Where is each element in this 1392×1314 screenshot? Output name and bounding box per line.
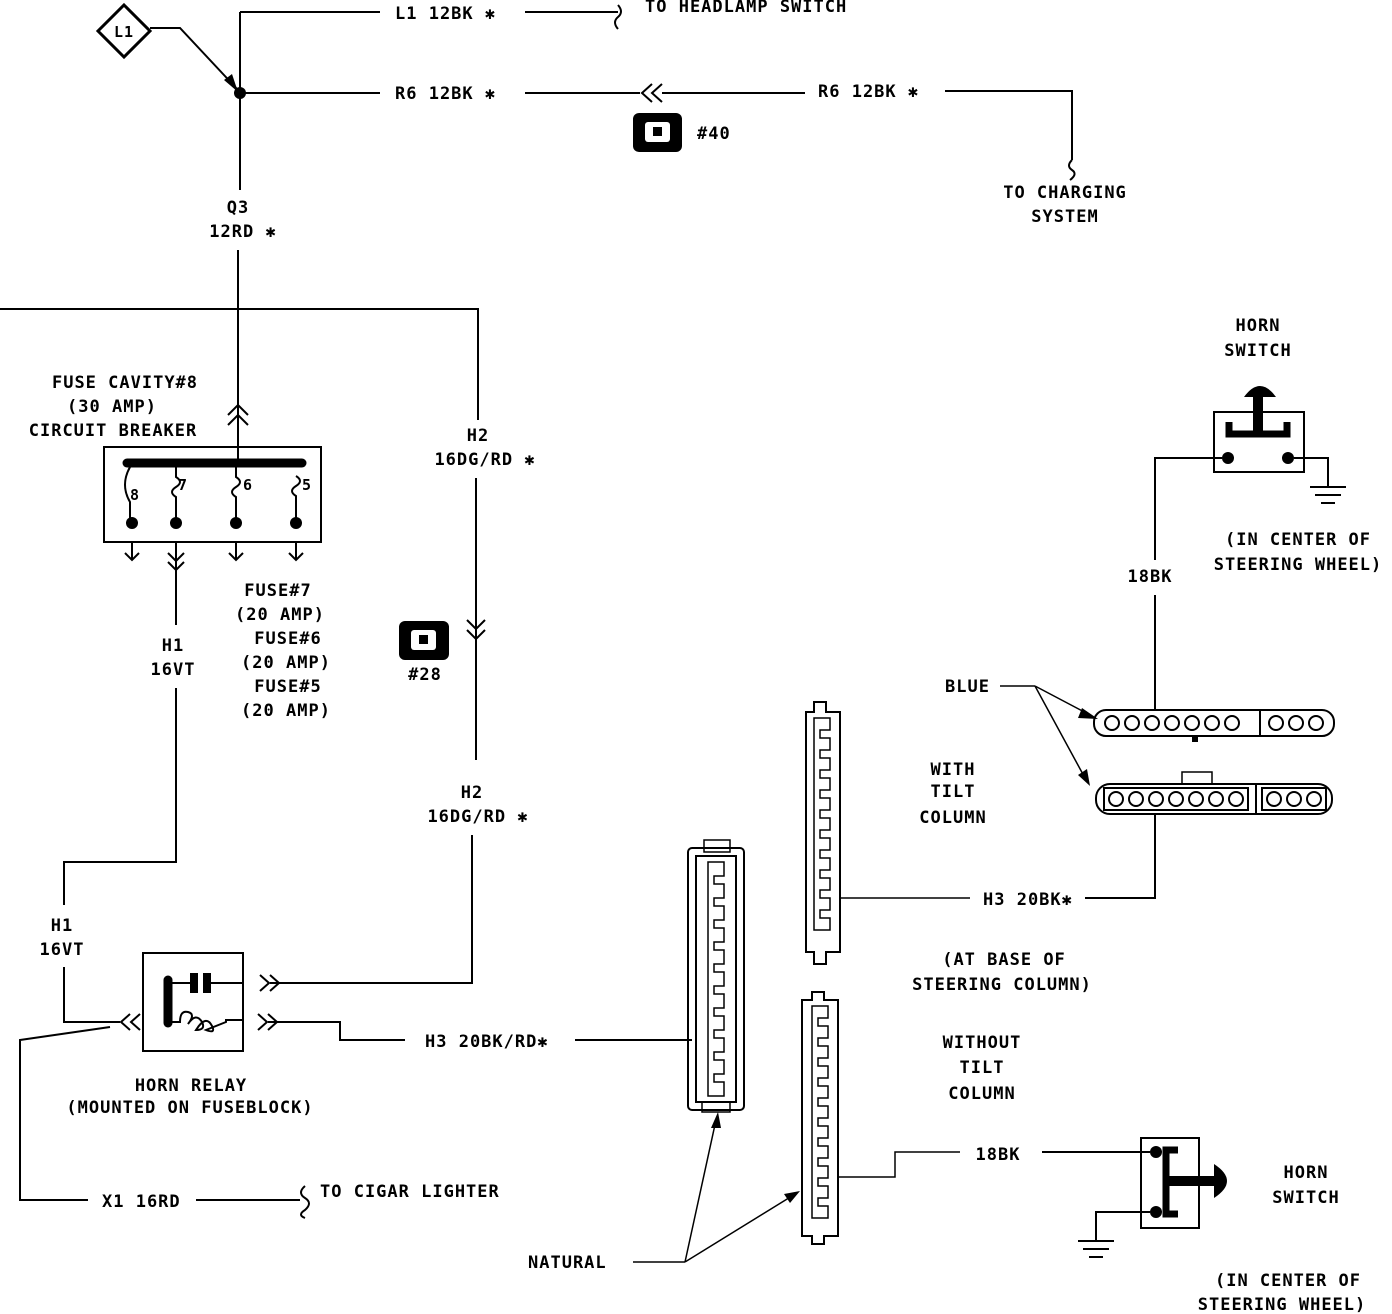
- pin-8-label: 8: [130, 486, 140, 504]
- l1-wire-label: L1 12BK ✱: [395, 4, 496, 24]
- horn-switch-top-label-2: SWITCH: [1224, 341, 1291, 361]
- with-tilt-labels: WITH TILT COLUMN: [919, 760, 986, 828]
- l1-badge-label: L1: [114, 23, 134, 41]
- blue-label-group: BLUE: [945, 677, 1098, 786]
- fuse5-label: FUSE#5: [254, 677, 321, 697]
- h2-bottom-gauge-label: 16DG/RD ✱: [427, 807, 528, 827]
- h1-wire: H1 16VT H1 16VT: [40, 572, 196, 1031]
- fuse6-label: FUSE#6: [254, 629, 321, 649]
- natural-connector-large: [687, 839, 745, 1113]
- h2-bottom-code-label: H2: [461, 783, 483, 803]
- without-tilt-label-2: TILT: [960, 1058, 1005, 1078]
- l1-splice-node: L1: [95, 2, 246, 99]
- at-base-label: (AT BASE OF: [942, 950, 1066, 970]
- in-center-top-label-2: STEERING WHEEL): [1214, 555, 1383, 575]
- tilt-column-connector: [805, 701, 970, 965]
- h2-wire: H2 16DG/RD ✱ H2 16DG/RD ✱: [259, 426, 535, 992]
- h2-top-gauge-label: 16DG/RD ✱: [434, 450, 535, 470]
- horn-switch-top-label: HORN: [1236, 316, 1281, 336]
- horn-switch-bottom-label: HORN: [1284, 1163, 1329, 1183]
- in-center-top-label: (IN CENTER OF: [1225, 530, 1371, 550]
- connector-40-icon: #40: [633, 113, 731, 152]
- r6-wire-right-label: R6 12BK ✱: [818, 82, 919, 102]
- pin-5-label: 5: [302, 476, 312, 494]
- bk18-top-label: 18BK: [1128, 567, 1173, 587]
- fuse-cavity-label-2: (30 AMP): [67, 397, 157, 417]
- h3-bk-rd-wire: H3 20BK/RD✱: [268, 1021, 692, 1052]
- connector-40-label: #40: [697, 124, 731, 144]
- fuse-cavity-label-3: CIRCUIT BREAKER: [29, 421, 198, 441]
- bk18-bottom-label: 18BK: [976, 1145, 1021, 1165]
- to-cigar-lighter-label: TO CIGAR LIGHTER: [320, 1182, 500, 1202]
- fuse5-amp-label: (20 AMP): [241, 701, 331, 721]
- q3-wire: Q3 12RD ✱: [209, 198, 276, 462]
- connector-28-label: #28: [408, 665, 442, 685]
- l1-wire: L1 12BK ✱ TO HEADLAMP SWITCH: [239, 0, 847, 190]
- r6-wire-left-label: R6 12BK ✱: [395, 84, 496, 104]
- pin-6-label: 6: [243, 476, 253, 494]
- bk18-bottom-wire: 18BK: [976, 1145, 1150, 1165]
- in-center-bottom-label-2: STEERING WHEEL): [1198, 1295, 1367, 1314]
- blue-connector-upper: [1093, 709, 1335, 742]
- horn-switch-bottom: HORN SWITCH (IN CENTER OF STEERING WHEEL…: [1078, 1137, 1367, 1314]
- to-charging-system-label: TO CHARGING: [1003, 183, 1127, 203]
- fuse6-amp-label: (20 AMP): [241, 653, 331, 673]
- at-base-labels: (AT BASE OF STEERING COLUMN): [912, 950, 1092, 995]
- fuse-ratings: FUSE#7 (20 AMP) FUSE#6 (20 AMP) FUSE#5 (…: [235, 581, 331, 721]
- without-tilt-label: WITHOUT: [943, 1033, 1022, 1053]
- in-center-bottom-label: (IN CENTER OF: [1215, 1271, 1361, 1291]
- h3-bk-label: H3 20BK✱: [983, 890, 1073, 910]
- q3-gauge-label: 12RD ✱: [209, 222, 276, 242]
- h1-bottom-gauge-label: 16VT: [40, 940, 85, 960]
- h3-bk-wire: H3 20BK✱: [983, 814, 1156, 910]
- h1-bottom-code-label: H1: [51, 916, 73, 936]
- h2-top-code-label: H2: [467, 426, 489, 446]
- horn-switch-bottom-label-2: SWITCH: [1272, 1188, 1339, 1208]
- fuse7-amp-label: (20 AMP): [235, 605, 325, 625]
- fuse-cavity-labels: FUSE CAVITY#8 (30 AMP) CIRCUIT BREAKER: [29, 373, 198, 441]
- to-charging-system-label-2: SYSTEM: [1031, 207, 1098, 227]
- fuse-cavity-label-1: FUSE CAVITY#8: [52, 373, 198, 393]
- without-tilt-label-3: COLUMN: [948, 1084, 1015, 1104]
- horn-switch-top: HORN SWITCH (IN CENTER OF STEERING WHEEL…: [1213, 316, 1383, 575]
- fuse-block: 8 7 6 5: [103, 446, 322, 572]
- non-tilt-column-connector: [801, 991, 960, 1245]
- bk18-top-wire: 18BK: [1128, 457, 1222, 710]
- q3-code-label: Q3: [227, 198, 249, 218]
- with-tilt-label-3: COLUMN: [919, 808, 986, 828]
- h3-bk-rd-label: H3 20BK/RD✱: [425, 1032, 549, 1052]
- horn-relay-mounting-label: (MOUNTED ON FUSEBLOCK): [66, 1098, 313, 1118]
- r6-wire: R6 12BK ✱ R6 12BK ✱ TO CHARGING SYSTEM: [240, 82, 1127, 227]
- horn-relay: HORN RELAY (MOUNTED ON FUSEBLOCK): [66, 952, 313, 1118]
- natural-label: NATURAL: [528, 1253, 607, 1273]
- pin-7-label: 7: [178, 476, 188, 494]
- blue-label: BLUE: [945, 677, 990, 697]
- with-tilt-label: WITH: [931, 760, 976, 780]
- h1-top-gauge-label: 16VT: [151, 660, 196, 680]
- blue-connector-lower: [1095, 771, 1333, 815]
- to-headlamp-switch-label: TO HEADLAMP SWITCH: [645, 0, 847, 17]
- horn-relay-label: HORN RELAY: [135, 1076, 247, 1096]
- h1-top-code-label: H1: [162, 636, 184, 656]
- x1-wire-label: X1 16RD: [102, 1192, 181, 1212]
- h2-feed-wire: [0, 308, 479, 420]
- with-tilt-label-2: TILT: [931, 782, 976, 802]
- natural-label-group: NATURAL: [528, 1112, 800, 1273]
- x1-wire: X1 16RD TO CIGAR LIGHTER: [19, 1026, 500, 1219]
- without-tilt-labels: WITHOUT TILT COLUMN: [943, 1033, 1022, 1104]
- connector-28-icon: #28: [399, 621, 449, 685]
- fuse7-label: FUSE#7: [244, 581, 311, 601]
- at-base-label-2: STEERING COLUMN): [912, 975, 1092, 995]
